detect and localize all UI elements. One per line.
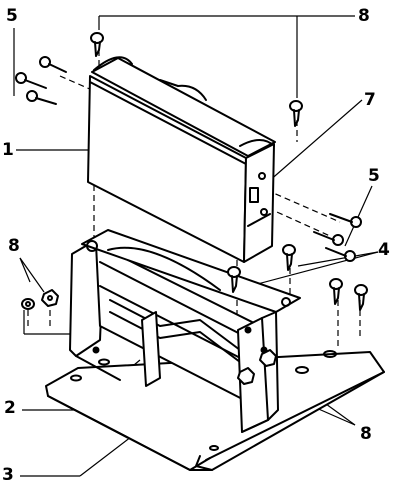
- screw-icon: [325, 247, 356, 262]
- callout-3: 3: [2, 465, 14, 485]
- callout-8-left: 8: [8, 236, 20, 256]
- callout-4: 4: [378, 240, 390, 260]
- screw-icon: [289, 100, 303, 127]
- screw-icon: [329, 278, 343, 305]
- base-plate-part-3: [45, 350, 385, 471]
- washer-icon: [21, 298, 35, 310]
- nut-icon: [41, 289, 59, 307]
- callout-5-right: 5: [368, 166, 380, 186]
- callout-6: 7: [364, 90, 376, 110]
- callout-8-right: 8: [360, 424, 372, 444]
- screw-icon: [90, 32, 104, 57]
- screw-icon: [354, 284, 368, 311]
- screw-icon: [227, 266, 241, 293]
- nut-icon: [259, 349, 277, 367]
- callout-2: 2: [4, 398, 16, 418]
- screws-part-4: [227, 244, 368, 311]
- screw-icon: [282, 244, 296, 271]
- screws-part-7: [90, 32, 303, 127]
- nuts-part-8: [21, 289, 277, 385]
- screw-icon: [313, 231, 344, 246]
- callout-1: 1: [2, 140, 14, 160]
- screws-part-5-left: [15, 56, 67, 105]
- screws-part-5-right: [313, 213, 362, 262]
- screw-icon: [26, 90, 57, 105]
- callout-7: 8: [358, 6, 370, 26]
- screw-icon: [39, 56, 67, 73]
- nut-icon: [237, 367, 255, 385]
- screw-icon: [329, 213, 362, 228]
- bracket-part-2: [69, 229, 301, 433]
- housing-part-1: [87, 56, 276, 263]
- screw-icon: [15, 72, 47, 89]
- callout-5-left: 5: [6, 6, 18, 26]
